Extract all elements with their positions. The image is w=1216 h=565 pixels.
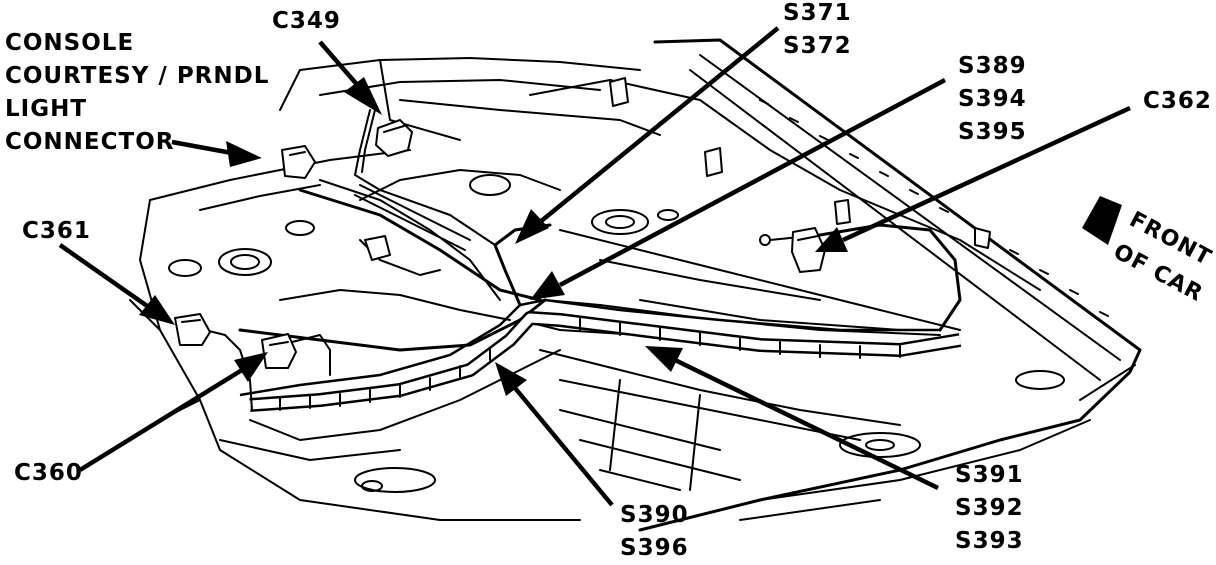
- floor-pan-drawing: [129, 38, 1142, 532]
- leader-console-connector: [171, 139, 233, 156]
- label-c349: C349: [272, 8, 341, 34]
- leader-c361: [58, 243, 152, 310]
- console-label-line4: CONNECTOR: [5, 129, 174, 155]
- console-label-line2: COURTESY / PRNDL: [5, 63, 269, 89]
- label-s394: S394: [958, 86, 1027, 112]
- label-s389: S389: [958, 53, 1027, 79]
- label-s393: S393: [955, 528, 1024, 554]
- wiring-harness: [204, 109, 962, 412]
- label-c362: C362: [1143, 88, 1212, 114]
- leader-c349: [318, 40, 362, 90]
- console-label-line1: CONSOLE: [5, 30, 134, 56]
- leader-c362: [842, 105, 1131, 243]
- label-s390: S390: [620, 502, 689, 528]
- console-label-line3: LIGHT: [5, 96, 87, 122]
- label-s392: S392: [955, 495, 1024, 521]
- leader-c360: [78, 368, 244, 472]
- leader-s389-s394-s395: [558, 78, 947, 287]
- label-s371: S371: [783, 0, 852, 26]
- leader-arrows: [58, 26, 1131, 507]
- label-s395: S395: [958, 119, 1027, 145]
- label-c360: C360: [14, 460, 83, 486]
- label-c361: C361: [22, 218, 91, 244]
- leader-s371-s372: [538, 26, 780, 224]
- leader-s391-s392-s393: [674, 357, 939, 491]
- label-s391: S391: [955, 462, 1024, 488]
- connector-shapes: [174, 119, 1122, 369]
- leader-s390-s396: [513, 386, 614, 507]
- label-s396: S396: [620, 535, 689, 560]
- label-s372: S372: [783, 33, 852, 59]
